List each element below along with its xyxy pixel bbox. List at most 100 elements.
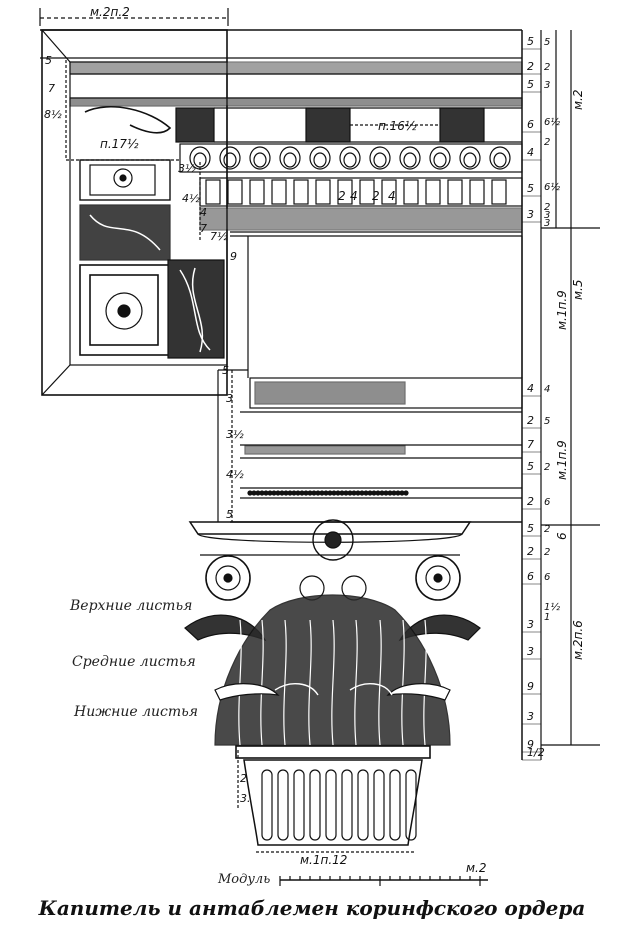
label-middle-leaves: Средние листья [72,654,196,670]
dim-p17half: п.17½ [100,137,139,151]
dim-m1p9-a: м.1п.9 [555,290,569,330]
leaf-vein [331,619,335,746]
bead [379,490,385,496]
dim-6-right: 6 [555,532,569,540]
dim-cell: 6½ [544,181,560,193]
dentil [447,179,463,205]
flute [293,769,305,841]
leaf-vein [283,619,287,746]
bead [335,490,341,496]
bead [343,490,349,496]
dentil [227,179,243,205]
dim-cell: 1/2 [527,746,545,759]
dim-m1p12: м.1п.12 [300,853,347,867]
egg-inner [343,152,357,168]
dim-cell: 2 [544,547,550,558]
bead [395,490,401,496]
dim-cell: 5 [527,35,534,48]
label-module: Модуль [218,872,271,887]
egg-inner [493,152,507,168]
bead [383,490,389,496]
dentil-number: 2 [338,189,346,203]
dentil [315,179,331,205]
dim-cell: 9 [527,738,534,751]
dim-cell: 5 [527,182,534,195]
dim-cell: 5 [527,78,534,91]
bead [399,490,405,496]
leaf-vein [423,619,427,746]
acanthus-leaves [238,619,427,746]
dentil [359,179,375,205]
left-dim: 3½ [178,162,196,175]
left-dim: 9 [230,250,237,263]
left-dim: 3½ [226,428,244,441]
dim-cell: 2 [544,202,550,213]
module-m2: м.2 [466,861,487,875]
egg [399,146,421,170]
bead [319,490,325,496]
label-lower-leaves: Нижние листья [74,704,199,720]
dim-cell: 5 [544,37,550,48]
dim-cell: 6½ [544,116,560,128]
dentil [381,179,397,205]
dentil-number: 4 [388,189,396,203]
bead [311,490,317,496]
dentil [469,179,485,205]
bead [267,490,273,496]
column-flutes [261,769,417,841]
dim-m2-right: м.2 [571,89,585,110]
leaf-vein [260,619,264,746]
left-dim: 7 [200,222,207,235]
bead-moulding [247,490,409,496]
left-dimension-lines [65,60,239,810]
right-dimension-columns: 525645342752526339391/25236½26½233452622… [521,30,600,761]
bead [307,490,313,496]
bead [315,490,321,496]
bead [375,490,381,496]
dim-cell: 2 [544,62,550,73]
dim-cell: 2 [544,137,550,148]
leaf-vein [378,619,382,746]
left-dim: 5 [222,364,229,377]
cornice-profile: п.16½ [40,29,523,237]
dim-m2p6: м.2п.6 [571,620,585,660]
bead [271,490,277,496]
dim-cell: 1½ [544,601,560,613]
flute [277,769,289,841]
flute [261,769,273,841]
dentil [491,179,507,205]
capital: м.1п.12 [184,519,481,867]
dim-cell: 3 [527,208,534,221]
dim-cell: 3 [527,645,534,658]
left-dim: 3 [226,392,233,405]
dim-cell: 3 [544,218,550,229]
egg [309,146,331,170]
left-dim: 3. [240,792,251,805]
bead [275,490,281,496]
bead [287,490,293,496]
bead [359,490,365,496]
dim-cell: 2 [527,545,534,558]
egg [339,146,361,170]
abacus-flower [312,519,354,561]
dim-cell: 2 [527,495,534,508]
dentils [205,179,507,205]
egg-inner [313,152,327,168]
egg-inner [463,152,477,168]
rosette-large [105,292,143,330]
architrave [217,369,523,523]
leaf-vein [238,619,242,746]
dim-m5: м.5 [571,279,585,300]
dim-cell: 3 [527,618,534,631]
egg [279,146,301,170]
left-dim: 5 [226,508,233,521]
left-dim: 4½ [182,192,200,205]
bead [323,490,329,496]
egg-inner [283,152,297,168]
dim-cell: 5 [544,416,550,427]
egg-inner [403,152,417,168]
egg-inner [253,152,267,168]
dim-m2p2: м.2п.2 [90,5,130,19]
